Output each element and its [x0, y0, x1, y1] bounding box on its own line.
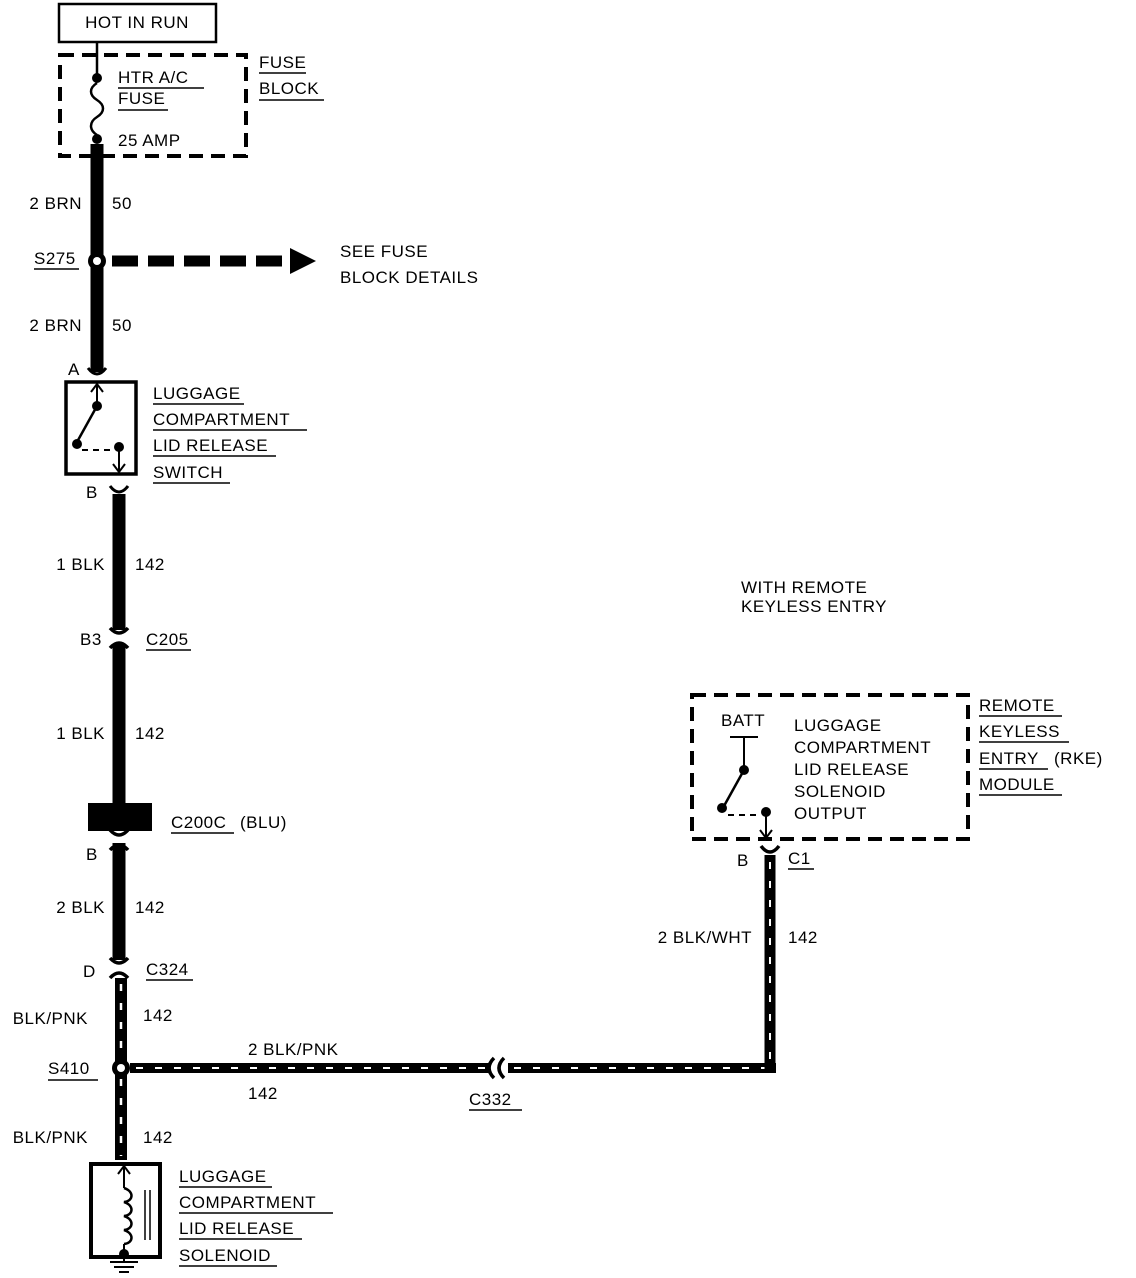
connector-c200c-color: (BLU)	[240, 813, 287, 832]
rke-inner-2: COMPARTMENT	[794, 738, 931, 757]
wire-brn-bottom-gauge: 2 BRN	[29, 316, 82, 335]
connector-c332-label: C332	[469, 1090, 512, 1109]
see-fuse-block-arrow	[112, 248, 316, 274]
wire-blkwht-gauge: 2 BLK/WHT	[658, 928, 752, 947]
switch-label-4: SWITCH	[153, 463, 223, 482]
connector-c324-label: C324	[146, 960, 189, 979]
wire-blkpnk-1-gauge: BLK/PNK	[13, 1009, 88, 1028]
connector-c1-label: C1	[788, 849, 811, 868]
connector-c200c-label: C200C	[171, 813, 226, 832]
rke-inner-5: OUTPUT	[794, 804, 867, 823]
rke-inner-4: SOLENOID	[794, 782, 886, 801]
ground-icon	[110, 1261, 138, 1273]
wire-blk-3-gauge: 2 BLK	[56, 898, 105, 917]
connector-c324	[108, 956, 130, 980]
solenoid-coil-symbol	[117, 1164, 151, 1262]
fuse-block-outline	[58, 53, 248, 158]
wire-brn-bottom-circuit: 50	[112, 316, 132, 335]
fuse-block-label-1: FUSE	[259, 53, 306, 72]
solenoid-label-4: SOLENOID	[179, 1246, 271, 1265]
connector-c1	[759, 844, 781, 854]
rke-inner-1: LUGGAGE	[794, 716, 882, 735]
wire-blkwht-circuit: 142	[788, 928, 818, 947]
switch-pin-a: A	[68, 360, 80, 379]
switch-label-1: LUGGAGE	[153, 384, 241, 403]
splice-s410-label: S410	[48, 1059, 90, 1078]
rke-module-4: MODULE	[979, 775, 1055, 794]
fuse-block-label-2: BLOCK	[259, 79, 319, 98]
solenoid-label-1: LUGGAGE	[179, 1167, 267, 1186]
wire-horizontal-gauge: 2 BLK/PNK	[248, 1040, 339, 1059]
lid-release-switch-box	[64, 380, 138, 476]
wire-blk-2-circuit: 142	[135, 724, 165, 743]
connector-c205	[108, 626, 130, 650]
connector-c200c-pin: B	[86, 845, 98, 864]
connector-c1-pin: B	[737, 851, 749, 870]
rke-note-1: WITH REMOTE	[741, 578, 867, 597]
rke-batt-label: BATT	[721, 711, 765, 730]
wire-brn-top-circuit: 50	[112, 194, 132, 213]
solenoid-label-3: LID RELEASE	[179, 1219, 294, 1238]
fuse-rating: 25 AMP	[118, 131, 181, 150]
wire-blkpnk-2-circuit: 142	[143, 1128, 173, 1147]
rke-module-outline	[690, 693, 970, 841]
switch-label-2: COMPARTMENT	[153, 410, 290, 429]
fuse-name-line-2: FUSE	[118, 89, 165, 108]
wire-blkpnk-2-gauge: BLK/PNK	[13, 1128, 88, 1147]
hot-in-run-box	[57, 2, 218, 44]
rke-switch-symbol	[717, 736, 773, 840]
switch-label-3: LID RELEASE	[153, 436, 268, 455]
rke-inner-3: LID RELEASE	[794, 760, 909, 779]
see-fuse-label-2: BLOCK DETAILS	[340, 268, 478, 287]
connector-c205-label: C205	[146, 630, 189, 649]
splice-s275-label: S275	[34, 249, 76, 268]
wire-horizontal-circuit: 142	[248, 1084, 278, 1103]
fuse-name-line-1: HTR A/C	[118, 68, 189, 87]
solenoid-label-2: COMPARTMENT	[179, 1193, 316, 1212]
connector-c332	[487, 1056, 506, 1080]
rke-note-2: KEYLESS ENTRY	[741, 597, 887, 616]
wire-blk-3-circuit: 142	[135, 898, 165, 917]
rke-module-3b: (RKE)	[1054, 749, 1103, 768]
connector-c200c	[88, 803, 152, 852]
fuse-symbol	[89, 42, 105, 144]
connector-c205-pin: B3	[80, 630, 102, 649]
rke-module-1: REMOTE	[979, 696, 1055, 715]
wire-brn-top-gauge: 2 BRN	[29, 194, 82, 213]
wire-blkpnk-1-circuit: 142	[143, 1006, 173, 1025]
rke-module-3: ENTRY	[979, 749, 1039, 768]
hot-in-run-label: HOT IN RUN	[85, 13, 189, 32]
wire-blk-1-gauge: 1 BLK	[56, 555, 105, 574]
connector-c324-pin: D	[83, 962, 96, 981]
switch-pin-b: B	[86, 483, 98, 502]
rke-module-2: KEYLESS	[979, 722, 1060, 741]
wire-blk-2-gauge: 1 BLK	[56, 724, 105, 743]
switch-contact-symbol	[72, 382, 126, 474]
see-fuse-label-1: SEE FUSE	[340, 242, 428, 261]
wire-blk-1-circuit: 142	[135, 555, 165, 574]
